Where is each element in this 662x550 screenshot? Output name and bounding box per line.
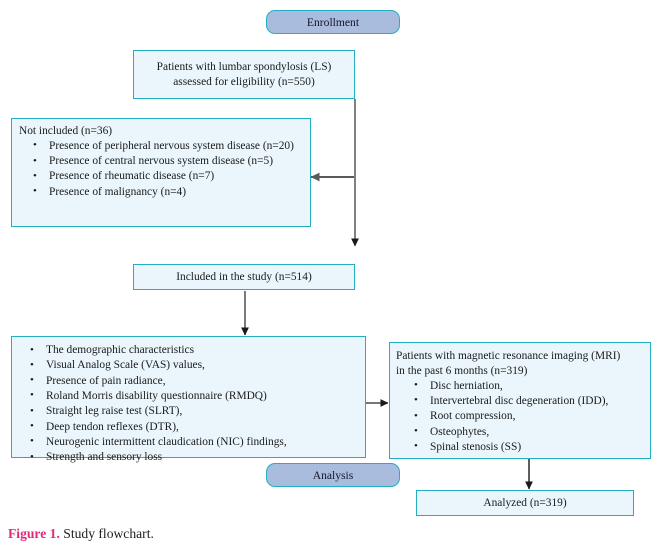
list-item: Spinal stenosis (SS)	[414, 439, 656, 455]
figure-caption: Figure 1. Study flowchart.	[8, 526, 154, 543]
node-included-in-study: Included in the study (n=514)	[133, 264, 355, 290]
node-mri-list: Disc herniation, Intervertebral disc deg…	[396, 378, 656, 455]
node-analyzed-label: Analyzed (n=319)	[483, 496, 567, 509]
node-eligibility-line1: Patients with lumbar spondylosis (LS)	[156, 60, 332, 73]
list-item: Neurogenic intermittent claudication (NI…	[30, 434, 367, 450]
list-item: Presence of rheumatic disease (n=7)	[33, 169, 317, 184]
stage-enrollment-label: Enrollment	[306, 15, 360, 29]
list-item: Straight leg raise test (SLRT),	[30, 404, 367, 419]
node-assessments: The demographic characteristics Visual A…	[11, 336, 366, 464]
list-item: Presence of pain radiance,	[30, 373, 367, 389]
list-item: Roland Morris disability questionnaire (…	[30, 388, 367, 404]
node-analyzed: Analyzed (n=319)	[416, 490, 634, 516]
figure-caption-text: Study flowchart.	[63, 526, 154, 541]
node-mri: Patients with magnetic resonance imaging…	[389, 342, 651, 459]
stage-analysis: Analysis	[266, 463, 400, 487]
list-item: Disc herniation,	[414, 378, 656, 394]
list-item: Presence of central nervous system disea…	[33, 154, 317, 169]
node-not-included-heading: Not included (n=36)	[19, 125, 113, 137]
stage-enrollment: Enrollment	[266, 10, 400, 34]
figure-number: Figure 1.	[8, 526, 60, 541]
node-not-included-list: Presence of peripheral nervous system di…	[19, 138, 317, 200]
list-item: Intervertebral disc degeneration (IDD),	[414, 393, 656, 409]
list-item: Strength and sensory loss	[30, 450, 367, 465]
list-item: Visual Analog Scale (VAS) values,	[30, 358, 367, 373]
list-item: Root compression,	[414, 409, 656, 424]
list-item: Osteophytes,	[414, 424, 656, 440]
node-included-label: Included in the study (n=514)	[176, 270, 312, 283]
node-mri-lead-line1: Patients with magnetic resonance imaging…	[396, 350, 621, 362]
list-item: Presence of malignancy (n=4)	[33, 184, 317, 200]
node-not-included: Not included (n=36) Presence of peripher…	[11, 118, 311, 227]
list-item: Deep tendon reflexes (DTR),	[30, 419, 367, 435]
node-assessments-list: The demographic characteristics Visual A…	[14, 343, 367, 465]
node-mri-lead-line2: in the past 6 months (n=319)	[396, 364, 528, 377]
node-eligibility-line2: assessed for eligibility (n=550)	[173, 75, 315, 88]
node-eligibility: Patients with lumbar spondylosis (LS) as…	[133, 50, 355, 99]
list-item: The demographic characteristics	[30, 343, 367, 358]
list-item: Presence of peripheral nervous system di…	[33, 138, 317, 154]
stage-analysis-label: Analysis	[312, 468, 354, 482]
